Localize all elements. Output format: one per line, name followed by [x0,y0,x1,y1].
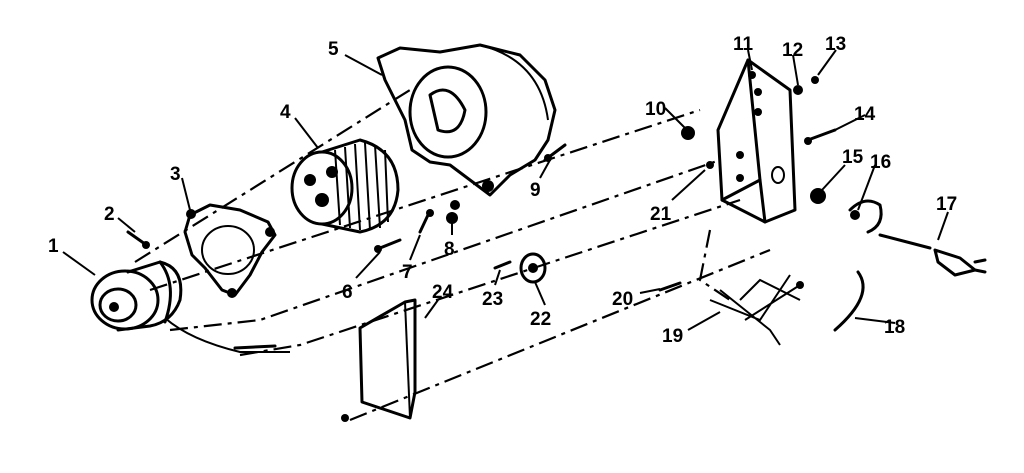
callout-24: 24 [432,282,454,303]
wire-18 [833,270,865,332]
callout-2: 2 [104,204,115,225]
screw-14 [804,128,837,145]
switch-22 [519,252,547,284]
screw-12 [793,85,803,95]
strain-relief-15 [810,188,826,204]
screw-6 [374,238,402,253]
callout-11: 11 [733,34,754,55]
screw-2 [126,230,150,249]
screw-13 [811,76,819,84]
callout-15: 15 [842,147,864,168]
callout-4: 4 [280,102,291,123]
callout-17: 17 [936,194,957,215]
leader-lines [62,49,949,331]
motor [90,260,290,353]
assembly-centerlines [134,89,771,422]
callout-1: 1 [48,236,59,257]
callout-3: 3 [170,164,181,185]
nut-10 [681,126,695,140]
gasket [183,203,277,298]
callout-22: 22 [530,309,551,330]
callout-10: 10 [645,99,666,120]
cover-plate-24 [341,298,417,422]
power-cord-17 [878,233,987,277]
screw-21 [706,161,714,169]
junction-box [716,58,797,224]
blower-wheel [290,138,400,234]
callout-19: 19 [662,326,683,347]
blower-housing [376,43,557,197]
screw-7 [418,209,434,234]
nut-8 [446,200,460,224]
screw-20 [658,281,682,292]
callout-13: 13 [825,34,846,55]
wire-harness-19 [709,274,804,346]
screw-11 [748,71,756,79]
screw-23 [493,260,512,270]
callout-23: 23 [482,289,503,310]
callout-12: 12 [782,40,803,61]
callout-7: 7 [402,262,413,283]
screw-9 [543,143,567,162]
callout-9: 9 [530,180,541,201]
callout-6: 6 [342,282,353,303]
callout-labels: 1 2 3 4 5 6 7 8 9 10 11 12 13 14 15 16 1… [48,34,957,347]
callout-21: 21 [650,204,672,225]
callout-8: 8 [444,239,455,260]
callout-20: 20 [612,289,633,310]
callout-5: 5 [328,39,339,60]
callout-14: 14 [854,104,876,125]
callout-18: 18 [884,317,905,338]
cord-clamp-16 [848,199,883,234]
callout-16: 16 [870,152,891,173]
